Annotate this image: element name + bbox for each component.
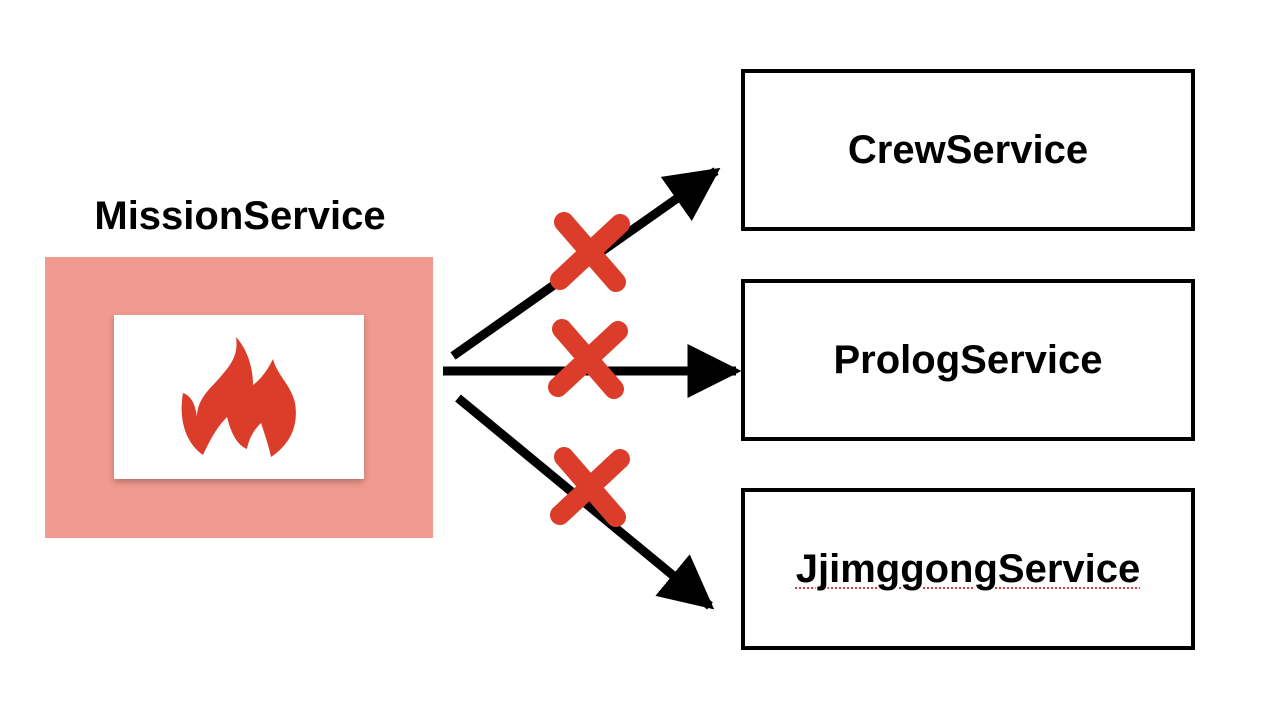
target-service-label: PrologService [833, 337, 1103, 382]
blocked-cross-icon [550, 447, 630, 527]
blocked-cross-icon [548, 319, 628, 399]
fire-icon [181, 337, 296, 457]
source-service-title: MissionService [94, 194, 386, 238]
target-service-label: CrewService [847, 127, 1089, 172]
source-service-box [45, 257, 433, 538]
target-service-box-crew: CrewService [741, 69, 1195, 231]
source-service-card [114, 315, 364, 479]
target-service-box-prolog: PrologService [741, 279, 1195, 441]
target-service-label: JjimggongService [795, 546, 1141, 591]
blocked-cross-icon [550, 212, 630, 292]
target-service-box-jjimggong: JjimggongService [741, 488, 1195, 650]
